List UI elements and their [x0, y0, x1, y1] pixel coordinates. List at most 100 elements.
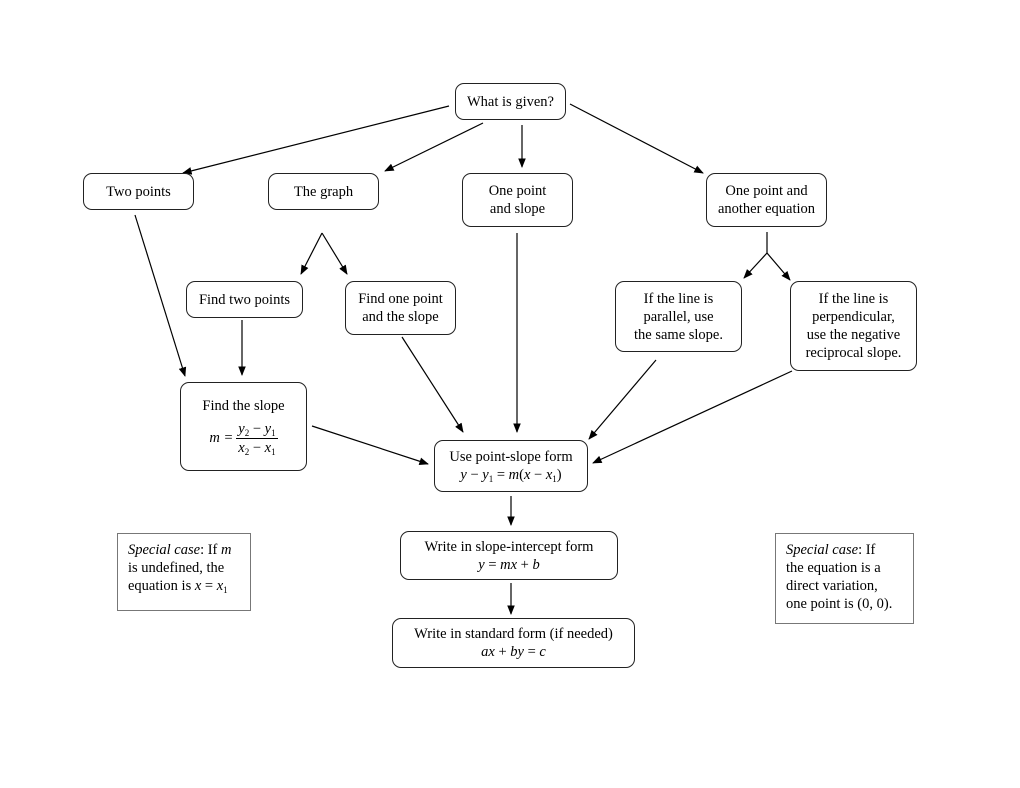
- one-point-and-slope-line-2: and slope: [489, 201, 546, 217]
- find-one-point-line-2: and the slope: [362, 309, 439, 325]
- left-note-x1: x: [216, 578, 224, 594]
- standard-form-title: Write in standard form (if needed): [414, 626, 613, 642]
- standard-form-equation: ax + by = c: [481, 643, 546, 661]
- slope-intercept-form-node: Write in slope-intercept form y = mx + b: [400, 531, 618, 580]
- arrow-given-to-graph: [384, 122, 484, 172]
- arrow-given-to-one-point-equation: [569, 103, 704, 174]
- special-case-note-right: Special case: If the equation is a direc…: [775, 533, 914, 624]
- left-note-line-2: is undefined, the: [128, 560, 225, 576]
- perpendicular-node: If the line is perpendicular, use the ne…: [790, 281, 917, 371]
- one-point-equation-line-2: another equation: [717, 201, 816, 217]
- right-note-line-3: direct variation,: [786, 578, 878, 594]
- ps-m: m: [508, 467, 520, 483]
- sf-plus: +: [494, 644, 511, 660]
- numerator-y1: y: [264, 421, 272, 437]
- find-two-points-label: Find two points: [198, 291, 291, 308]
- denominator-x2: x: [238, 440, 245, 456]
- arrow-graph-to-find-one-point: [321, 232, 348, 275]
- the-graph-node: The graph: [268, 173, 379, 210]
- denominator-x1: x: [264, 440, 272, 456]
- arrow-equation-to-parallel: [743, 252, 768, 279]
- sf-equals: =: [523, 644, 540, 660]
- one-point-and-slope-line-1: One point: [488, 183, 547, 199]
- sf-c: c: [539, 644, 546, 660]
- slope-intercept-title: Write in slope-intercept form: [424, 538, 594, 555]
- denominator-sub-2: 2: [244, 447, 250, 457]
- standard-form-node: Write in standard form (if needed) ax + …: [392, 618, 635, 668]
- perpendicular-line-2: perpendicular,: [812, 309, 895, 325]
- left-note-m: m: [221, 542, 232, 558]
- ps-y1-sub: 1: [488, 474, 494, 484]
- ps-minus-1: −: [466, 467, 483, 483]
- ps-x: x: [523, 467, 531, 483]
- what-is-given-label: What is given?: [467, 93, 554, 110]
- right-note-line-1: Special case: If: [786, 541, 903, 559]
- right-note-if: : If: [858, 542, 876, 558]
- ps-close-paren: ): [556, 467, 562, 483]
- left-note-line-1: Special case: If m: [128, 541, 240, 559]
- what-is-given-node: What is given?: [455, 83, 566, 120]
- arrow-find-one-point-to-point-slope: [401, 336, 464, 433]
- one-point-and-another-equation-node: One point and another equation: [706, 173, 827, 227]
- denominator-minus: −: [249, 440, 265, 456]
- left-note-equals: =: [201, 578, 217, 594]
- ps-x1-sub: 1: [552, 474, 557, 484]
- parallel-node: If the line is parallel, use the same sl…: [615, 281, 742, 352]
- right-note-line-4: one point is (0, 0).: [786, 596, 893, 612]
- arrow-perpendicular-to-point-slope: [592, 370, 793, 464]
- left-note-line-3: equation is x = x1: [128, 577, 240, 595]
- numerator-sub-2: 2: [244, 428, 250, 438]
- slope-intercept-equation: y = mx + b: [478, 556, 539, 574]
- slope-numerator: y2 − y1: [236, 421, 278, 439]
- point-slope-form-node: Use point-slope form y − y1 = m(x − x1): [434, 440, 588, 492]
- si-y: y: [478, 556, 485, 573]
- two-points-node: Two points: [83, 173, 194, 210]
- slope-formula-lhs: m =: [209, 429, 234, 446]
- ps-x1: x: [545, 467, 553, 483]
- denominator-sub-1: 1: [271, 447, 276, 457]
- special-case-note-left: Special case: If m is undefined, the equ…: [117, 533, 251, 611]
- find-one-point-and-slope-node: Find one point and the slope: [345, 281, 456, 335]
- find-two-points-node: Find two points: [186, 281, 303, 318]
- arrow-two-points-to-find-slope: [134, 214, 187, 377]
- parallel-line-2: parallel, use: [643, 308, 714, 325]
- parallel-line-3: the same slope.: [634, 326, 723, 343]
- ps-open-paren: (: [519, 467, 524, 483]
- arrow-graph-to-find-two-points: [300, 232, 323, 275]
- parallel-line-1: If the line is: [643, 290, 714, 307]
- find-one-point-line-1: Find one point: [358, 291, 443, 307]
- arrow-find-slope-to-point-slope: [311, 425, 429, 465]
- si-equals: =: [484, 556, 501, 573]
- si-plus: +: [517, 556, 533, 573]
- ps-minus-2: −: [530, 467, 546, 483]
- si-mx: mx: [500, 556, 518, 573]
- left-note-if: : If: [200, 542, 222, 558]
- one-point-and-slope-node: One point and slope: [462, 173, 573, 227]
- slope-denominator: x2 − x1: [236, 439, 277, 457]
- left-note-label: Special case: [128, 542, 201, 558]
- left-note-x: x: [194, 578, 202, 594]
- numerator-y2: y: [238, 421, 245, 437]
- right-note-label: Special case: [786, 542, 859, 558]
- find-the-slope-title: Find the slope: [202, 398, 285, 414]
- the-graph-label: The graph: [293, 183, 354, 200]
- numerator-sub-1: 1: [271, 428, 276, 438]
- ps-y: y: [460, 467, 467, 483]
- right-note-line-2: the equation is a: [786, 560, 881, 576]
- perpendicular-line-3: use the negative: [806, 327, 901, 343]
- perpendicular-line-1: If the line is: [818, 291, 889, 307]
- two-points-label: Two points: [106, 183, 171, 200]
- one-point-equation-line-1: One point and: [725, 183, 808, 199]
- point-slope-equation: y − y1 = m(x − x1): [460, 466, 561, 484]
- point-slope-title: Use point-slope form: [449, 449, 573, 465]
- numerator-minus: −: [249, 421, 265, 437]
- arrow-parallel-to-point-slope: [588, 359, 657, 440]
- arrow-given-to-two-points: [182, 105, 450, 175]
- perpendicular-line-4: reciprocal slope.: [805, 345, 902, 361]
- sf-by: by: [510, 644, 524, 660]
- ps-equals: =: [493, 467, 509, 483]
